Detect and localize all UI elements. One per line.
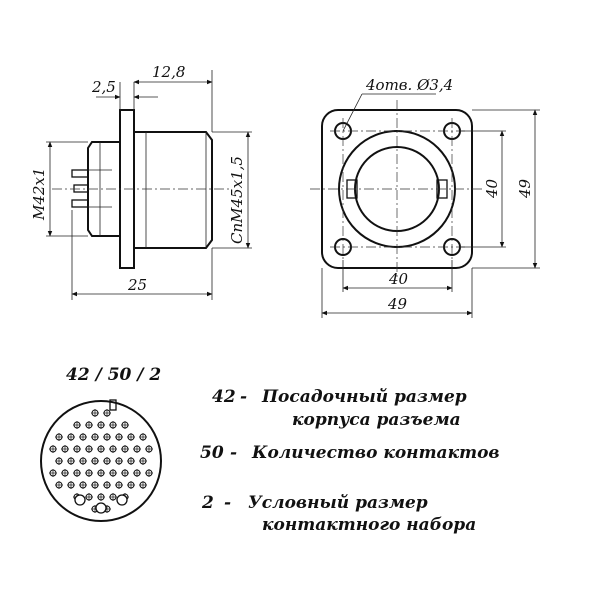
dim-total-length: 25 (127, 276, 147, 294)
legend-sep-2: - (230, 443, 237, 463)
dim-hole-spacing-h: 40 (388, 270, 409, 288)
power-contact (116, 494, 128, 506)
dim-flange-width: 49 (387, 295, 408, 313)
dim-right-thread: СпМ45х1,5 (228, 156, 246, 244)
code-label: 42 / 50 / 2 (66, 365, 161, 385)
power-contact (95, 502, 107, 514)
legend-line1-1: Посадочный размер (261, 387, 467, 407)
dim-left-thread: М42х1 (30, 168, 48, 221)
contact-pins (49, 409, 153, 514)
legend-line1-2: Количество контактов (251, 443, 500, 463)
side-view: 2,5 12,8 25 М42х1 СпМ45х1,5 (30, 63, 252, 300)
front-view: 4отв. Ø3,4 40 49 40 49 (310, 76, 540, 318)
legend: 42 - Посадочный размер корпуса разъема 5… (200, 387, 500, 535)
contact-layout (40, 399, 162, 522)
hole-note: 4отв. Ø3,4 (365, 76, 453, 94)
dim-flange-height: 49 (516, 178, 534, 199)
power-contact (74, 494, 86, 506)
legend-sep-1: - (240, 387, 247, 407)
legend-sep-3: - (224, 493, 231, 513)
legend-line2-3: контактного набора (262, 515, 476, 535)
connector-body (134, 131, 213, 249)
insert-outline (40, 400, 162, 522)
legend-num-3: 2 (201, 493, 214, 513)
legend-line2-1: корпуса разъема (292, 410, 461, 430)
dim-flange-thickness: 2,5 (91, 78, 116, 96)
dim-hole-spacing-v: 40 (483, 178, 501, 199)
legend-num-1: 42 (212, 387, 236, 407)
legend-num-2: 50 (200, 443, 224, 463)
legend-line1-3: Условный размер (248, 493, 428, 513)
dim-body-length: 12,8 (152, 63, 185, 81)
